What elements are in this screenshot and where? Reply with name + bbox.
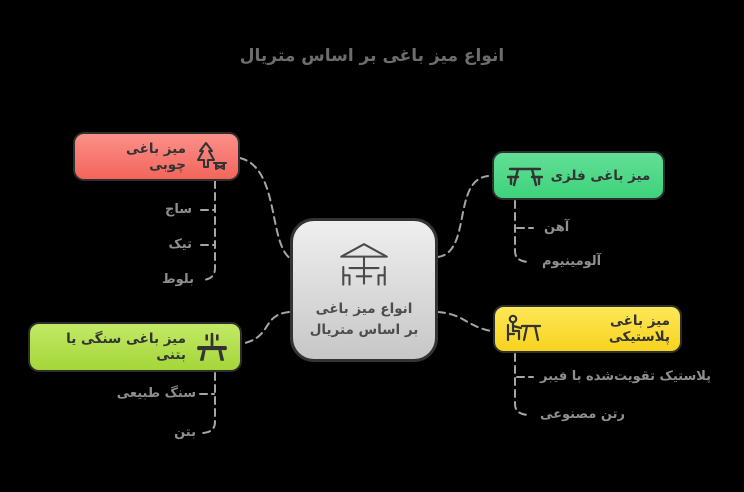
leaf-item: بتن — [174, 425, 196, 440]
person-at-table-icon — [505, 314, 543, 344]
branch-node-label: میز باغی پلاستیکی — [608, 313, 670, 345]
leaf-item: آلومینیوم — [542, 254, 602, 269]
leaf-item: آهن — [544, 220, 570, 235]
pine-tree-bench-icon — [194, 140, 228, 174]
leaf-item: تیک — [168, 237, 193, 252]
leaf-item: ساج — [164, 202, 192, 217]
link-center-plastic — [437, 311, 492, 332]
branch-node-metal: میز باغی فلزی — [492, 151, 665, 200]
leaf-item: رتن مصنوعی — [540, 407, 625, 422]
branch-node-label: میز باغی سنگی یا بتنی — [66, 331, 186, 363]
branch-node-label: میز باغی فلزی — [550, 167, 651, 184]
branch-plastic-spine — [514, 353, 529, 416]
patio-umbrella-table-icon — [335, 240, 393, 298]
branch-node-wooden: میز باغی چوبی — [73, 132, 240, 181]
link-center-stone — [244, 311, 290, 344]
branch-node-label: میز باغی چوبی — [126, 140, 186, 173]
diagram-title: انواع میز باغی بر اساس متریال — [239, 46, 505, 66]
branch-metal-spine — [514, 200, 529, 263]
leaf-item: سنگ طبیعی — [116, 386, 196, 401]
picnic-table-icon — [506, 162, 543, 190]
leaf-item: پلاستیک تقویت‌شده با فیبر — [540, 369, 712, 384]
center-node-label-line1: انواع میز باغی — [315, 301, 413, 317]
branch-stone-spine — [202, 372, 216, 434]
branch-wooden-spine — [202, 180, 216, 281]
branch-node-stone: میز باغی سنگی یا بتنی — [28, 322, 242, 372]
branch-node-plastic: میز باغی پلاستیکی — [493, 305, 682, 353]
stone-table-centerpiece-icon — [194, 331, 230, 363]
link-center-wooden — [239, 157, 292, 260]
center-node: انواع میز باغی بر اساس متریال — [290, 218, 438, 362]
link-center-metal — [437, 175, 489, 258]
leaf-item: بلوط — [162, 272, 194, 287]
center-node-label-line2: بر اساس متریال — [309, 322, 419, 338]
